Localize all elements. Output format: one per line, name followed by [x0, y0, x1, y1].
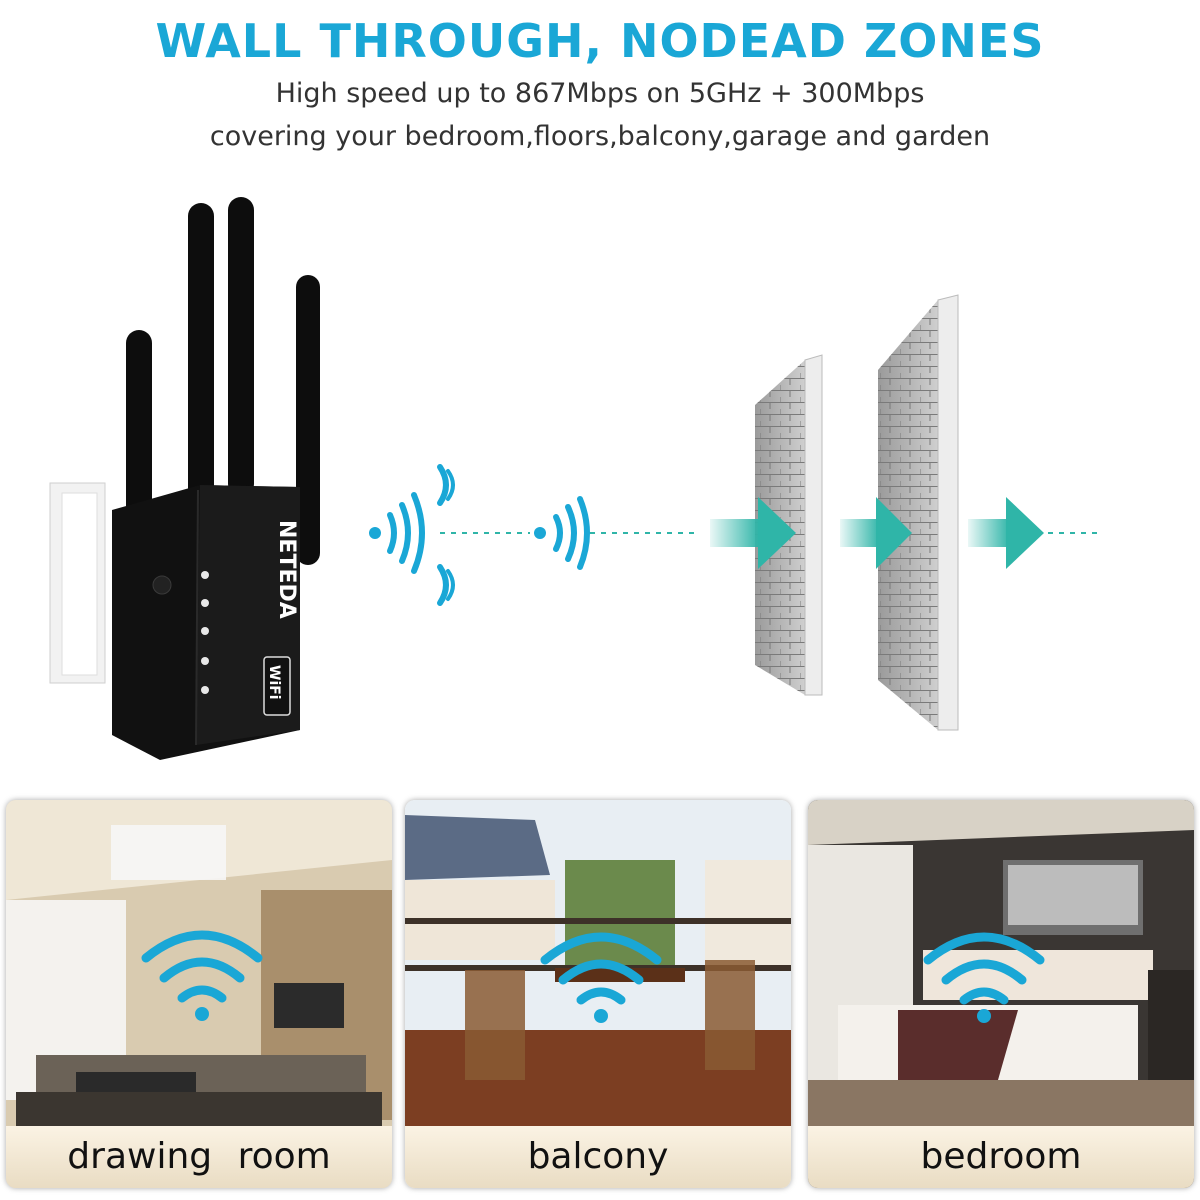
- drawing-room-photo: [6, 800, 392, 1188]
- signal-arrow: [840, 497, 912, 569]
- signal-arrow: [968, 497, 1044, 569]
- wifi-signal-icon: [534, 496, 590, 570]
- wifi-signal-icon: [141, 930, 263, 1021]
- brand-label: NETEDA: [274, 520, 299, 619]
- brick-wall: [878, 294, 959, 731]
- wifi-signal-icon: [923, 932, 1045, 1023]
- bedroom-photo: [808, 800, 1194, 1188]
- wifi-signal-icon: [369, 464, 455, 606]
- wifi-badge-icon: [263, 656, 291, 716]
- headline: WALL THROUGH, NODEAD ZONES: [155, 14, 1045, 68]
- speed-subtitle: High speed up to 867Mbps on 5GHz + 300Mb…: [275, 78, 925, 109]
- repeater-device: [112, 485, 300, 760]
- room-label: balcony: [405, 1126, 791, 1188]
- wall-socket: [49, 482, 106, 684]
- room-card-bedroom: bedroom: [808, 800, 1194, 1188]
- room-card-drawing-room: drawing room: [6, 800, 392, 1188]
- wifi-signal-icon: [540, 932, 662, 1023]
- product-illustration: NETEDA WiFi: [49, 197, 1100, 760]
- coverage-subtitle: covering your bedroom,floors,balcony,gar…: [209, 121, 991, 152]
- room-label: drawing room: [6, 1126, 392, 1188]
- room-label: bedroom: [808, 1126, 1194, 1188]
- room-card-balcony: balcony: [405, 800, 791, 1188]
- signal-arrow: [710, 497, 796, 569]
- wifi-badge-label: WiFi: [266, 665, 282, 700]
